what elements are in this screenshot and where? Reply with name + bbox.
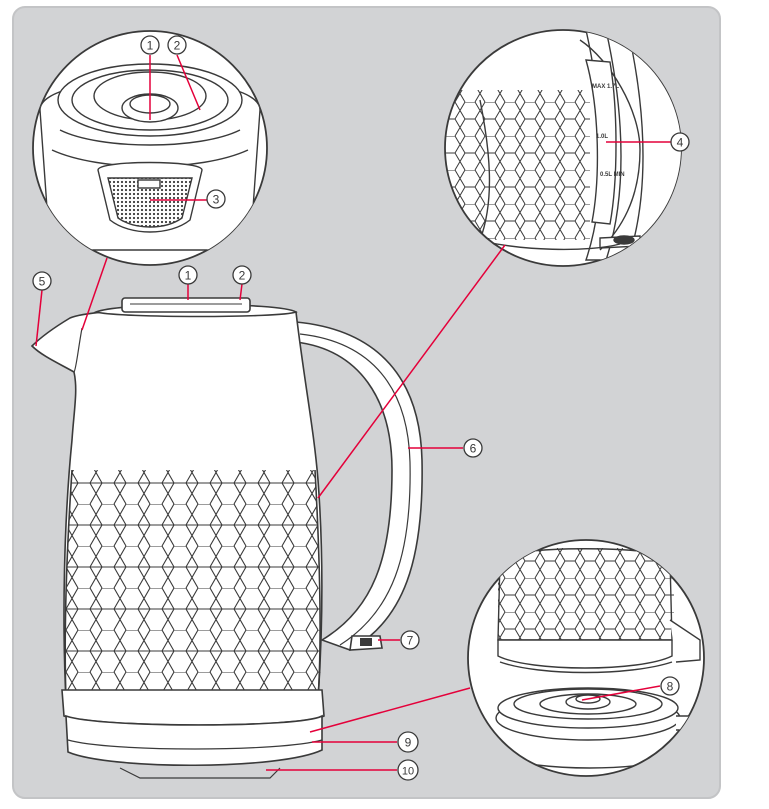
svg-text:2: 2 — [174, 39, 181, 53]
callout-1-lid-inset: 1 — [140, 35, 160, 55]
water-level-window — [585, 59, 617, 225]
svg-text:3: 3 — [213, 193, 220, 207]
lid — [121, 297, 251, 313]
callout-9-body-base: 9 — [397, 731, 419, 753]
svg-text:9: 9 — [405, 736, 412, 750]
callout-8-base-connector: 8 — [660, 676, 680, 696]
callout-6-handle: 6 — [463, 438, 483, 458]
callout-2-lid-rim-inset: 2 — [167, 35, 187, 55]
callout-5-spout: 5 — [32, 271, 52, 291]
gauge-min: 0.5L MIN — [600, 172, 625, 178]
kettle-illustration — [30, 297, 423, 779]
power-base — [65, 714, 323, 767]
leader-lines — [35, 54, 671, 771]
svg-text:2: 2 — [239, 269, 246, 283]
callout-4-water-window: 4 — [670, 132, 690, 152]
svg-text:4: 4 — [677, 136, 684, 150]
spout-filter — [107, 177, 193, 228]
svg-text:6: 6 — [470, 442, 477, 456]
callouts: 1 2 3 4 5 1 2 6 7 8 9 10 — [32, 35, 690, 781]
svg-text:5: 5 — [39, 275, 46, 289]
callout-10-power-base: 10 — [397, 759, 419, 781]
inset-base — [467, 539, 705, 777]
kettle-base — [61, 689, 325, 726]
gauge-mid: 1.0L — [596, 134, 608, 140]
callout-1-lid: 1 — [178, 265, 198, 285]
callout-3-spout-filter: 3 — [206, 189, 226, 209]
svg-text:1: 1 — [185, 269, 192, 283]
svg-text:10: 10 — [402, 766, 414, 778]
callout-7-power-switch: 7 — [400, 630, 420, 650]
svg-text:7: 7 — [407, 634, 414, 648]
svg-text:1: 1 — [147, 39, 154, 53]
svg-text:8: 8 — [667, 680, 674, 694]
callout-2-lid-rim: 2 — [232, 265, 252, 285]
gauge-max: MAX 1.7L — [592, 84, 619, 90]
